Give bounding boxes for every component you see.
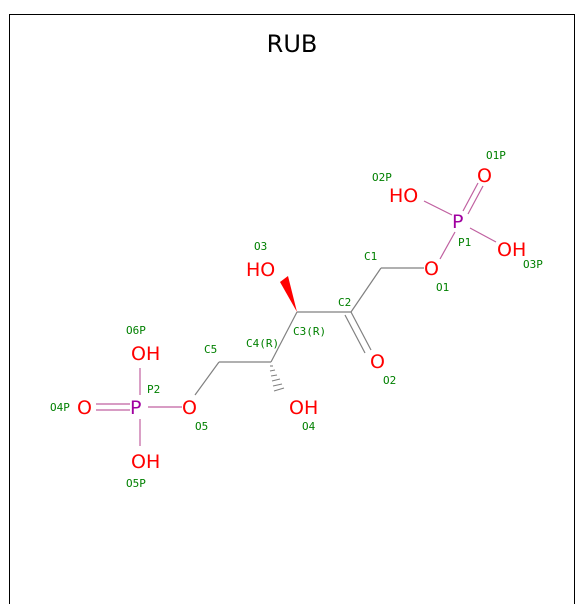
bond-p1-o1p-b xyxy=(467,185,484,215)
label-o6p: O6P xyxy=(126,324,146,337)
atom-oh-p1: OH xyxy=(497,239,526,261)
label-o1p: O1P xyxy=(486,149,506,162)
diagram-frame xyxy=(9,14,575,604)
atom-p1: P xyxy=(452,211,463,233)
bond-p1-o3p xyxy=(469,227,497,243)
label-o4: O4 xyxy=(302,420,316,433)
label-o2p: O2P xyxy=(372,171,392,184)
atom-oh-c4: OH xyxy=(289,397,318,419)
bond-c2-o2-b xyxy=(344,314,366,354)
atom-o5: O xyxy=(182,397,197,419)
bond-p1-o1p-a xyxy=(462,182,479,212)
atom-p2: P xyxy=(130,397,141,419)
label-c3: C3(R) xyxy=(293,325,326,338)
label-o4p: O4P xyxy=(50,401,70,414)
label-p2: P2 xyxy=(147,383,160,396)
bond-c1-c2 xyxy=(350,267,382,313)
atom-o-p1: O xyxy=(477,165,492,187)
atom-o-c2: O xyxy=(370,351,385,373)
bond-p1-o2p xyxy=(423,200,453,216)
atom-o-p2: O xyxy=(77,397,92,419)
wedge-bond-c3-o3 xyxy=(280,276,297,312)
atom-oh-top-p2: OH xyxy=(131,343,160,365)
atom-ho-p1: HO xyxy=(389,185,418,207)
label-o1: O1 xyxy=(436,281,449,294)
bond-c5-o5 xyxy=(194,361,220,396)
bond-c3-c4 xyxy=(270,311,298,363)
atom-o1: O xyxy=(424,258,439,280)
hashed-bond-c4-o4 xyxy=(269,365,285,392)
label-c2: C2 xyxy=(338,296,351,309)
molecule-diagram: HO O P OH O HO O O OH P O OH OH O1P O2P … xyxy=(50,149,543,490)
label-o5p: O5P xyxy=(126,477,146,490)
molecule-title: RUB xyxy=(266,30,318,58)
label-c5: C5 xyxy=(204,343,217,356)
label-p1: P1 xyxy=(458,236,471,249)
label-c1: C1 xyxy=(364,250,377,263)
atom-oh-bot-p2: OH xyxy=(131,451,160,473)
label-o2: O2 xyxy=(383,374,396,387)
bond-c2-o2-a xyxy=(350,311,372,351)
label-o3: O3 xyxy=(254,240,267,253)
label-o5: O5 xyxy=(195,420,208,433)
bond-p1-o1 xyxy=(439,231,456,260)
label-o3p: O3P xyxy=(523,258,543,271)
atom-ho-c3: HO xyxy=(246,259,275,281)
label-c4: C4(R) xyxy=(246,337,279,350)
